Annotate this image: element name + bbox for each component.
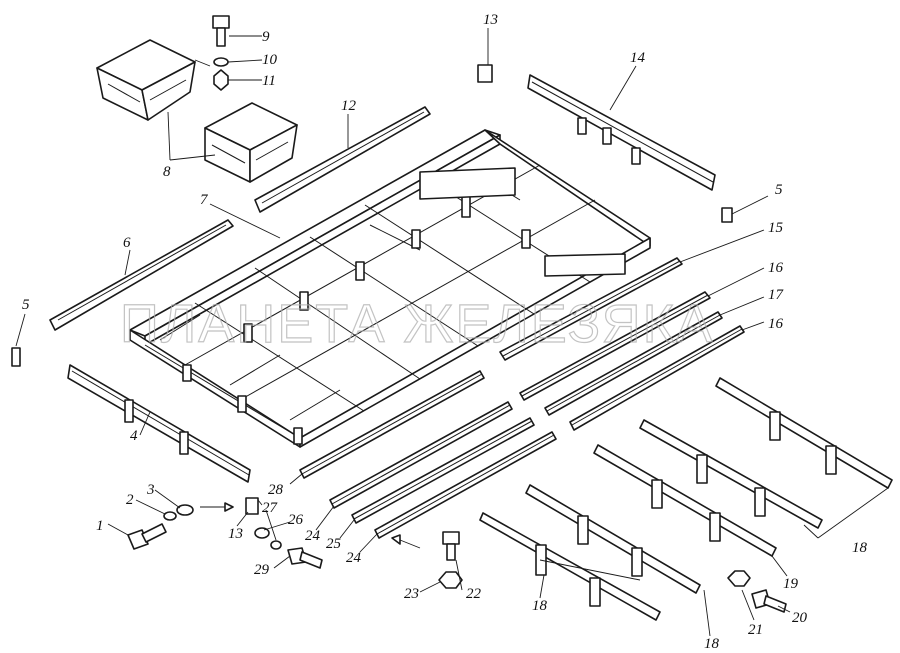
label-16-lower: 16 — [768, 316, 784, 332]
crossbeam-18-left — [479, 512, 661, 621]
label-18-left: 18 — [532, 598, 548, 614]
washer-3 — [176, 504, 194, 516]
bolt-1 — [127, 523, 167, 550]
platform-frame — [129, 129, 651, 448]
label-17: 17 — [768, 287, 785, 303]
plank-17 — [544, 311, 723, 416]
label-12: 12 — [341, 98, 357, 114]
crossbeam-14 — [527, 74, 716, 191]
bolt-20 — [751, 589, 787, 613]
bolt-22 — [442, 531, 460, 561]
bracket-5-left — [11, 347, 21, 367]
rail-28 — [299, 370, 485, 479]
side-rail-6 — [49, 219, 234, 331]
washer-2 — [163, 511, 177, 521]
label-26: 26 — [288, 512, 304, 528]
washer-26 — [254, 527, 270, 539]
plank-16-upper — [519, 291, 711, 401]
label-7: 7 — [200, 192, 209, 208]
toolbox-upper — [96, 39, 196, 121]
label-24-lower: 24 — [346, 550, 362, 566]
rail-24-lower — [374, 431, 557, 539]
washer-27 — [270, 540, 282, 550]
label-4: 4 — [130, 428, 138, 444]
nut-23 — [438, 571, 463, 589]
bracket-5-right — [721, 207, 733, 223]
label-21: 21 — [748, 622, 763, 638]
label-13-top: 13 — [483, 12, 498, 28]
label-2: 2 — [126, 492, 134, 508]
watermark-text: ПЛАНЕТА ЖЕЛЕЗЯКА — [120, 294, 714, 354]
label-18-right: 18 — [852, 540, 868, 556]
label-29: 29 — [254, 562, 270, 578]
label-6: 6 — [123, 235, 131, 251]
label-20: 20 — [792, 610, 808, 626]
label-18-bottom: 18 — [704, 636, 720, 652]
label-25: 25 — [326, 536, 342, 552]
part-number-labels: 9 10 11 12 13 14 5 7 6 5 8 15 16 17 16 4… — [22, 12, 868, 652]
label-8: 8 — [163, 164, 171, 180]
crossbeam-18-right-mid — [639, 419, 823, 529]
plank-15 — [499, 257, 683, 361]
crossbeam-4 — [67, 364, 251, 483]
crossbeam-18-right — [715, 377, 893, 489]
label-1: 1 — [96, 518, 104, 534]
rail-24-upper — [329, 401, 513, 509]
leader-lines — [15, 28, 889, 637]
label-16-upper: 16 — [768, 260, 784, 276]
rail-25 — [351, 417, 535, 524]
label-14: 14 — [630, 50, 646, 66]
label-22: 22 — [466, 586, 482, 602]
label-10: 10 — [262, 52, 278, 68]
label-5-left: 5 — [22, 297, 30, 313]
label-27: 27 — [262, 500, 279, 516]
bolt-29 — [287, 547, 323, 569]
bolt-9-assembly — [212, 15, 230, 91]
label-23: 23 — [404, 586, 419, 602]
nut-21 — [727, 570, 751, 587]
clip-13-bottom — [245, 497, 259, 515]
label-5-right: 5 — [775, 182, 783, 198]
toolbox-lower — [204, 102, 298, 183]
label-15: 15 — [768, 220, 784, 236]
label-28: 28 — [268, 482, 284, 498]
label-13-bottom: 13 — [228, 526, 243, 542]
label-19: 19 — [783, 576, 799, 592]
clip-13-top — [477, 64, 493, 83]
crossbeam-18-mid — [525, 484, 701, 594]
label-3: 3 — [146, 482, 155, 498]
plank-16-lower — [569, 325, 745, 431]
label-9: 9 — [262, 29, 270, 45]
label-24-upper: 24 — [305, 528, 321, 544]
label-11: 11 — [262, 73, 276, 89]
